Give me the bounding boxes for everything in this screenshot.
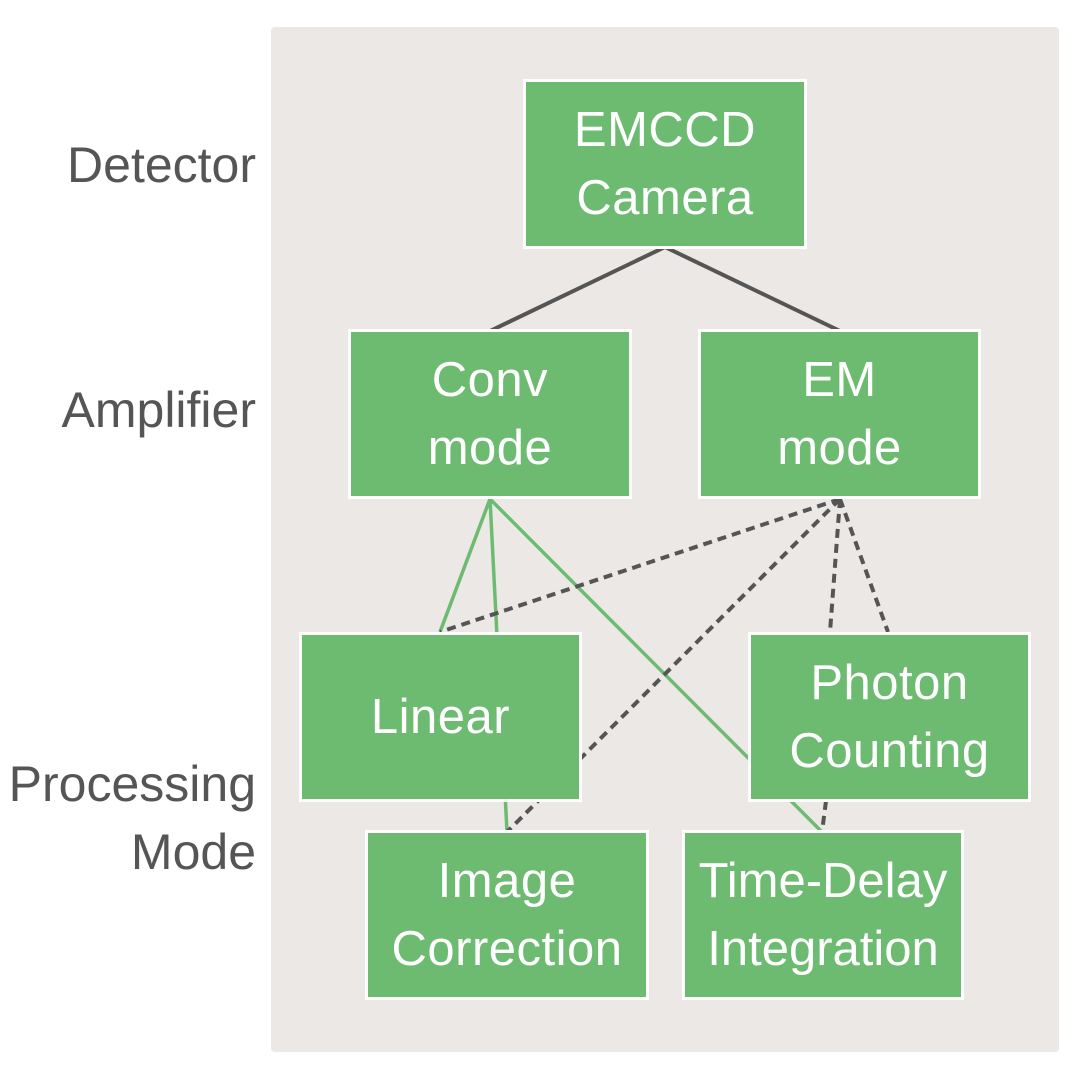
node-em-line2: mode: [777, 421, 902, 475]
node-photon-line1: Photon: [810, 656, 969, 710]
node-emccd-line1: EMCCD: [573, 103, 757, 157]
row-label-amplifier: Amplifier: [62, 376, 256, 444]
edge-em-tdi: [820, 800, 828, 833]
node-image-correction-line1: Image: [437, 854, 577, 908]
row-label-processing-mode: Processing Mode: [9, 750, 256, 886]
row-label-mode-text: Mode: [130, 824, 256, 880]
node-emccd-line2: Camera: [576, 171, 754, 225]
node-em-line1: EM: [802, 353, 877, 407]
node-conv-line2: mode: [427, 421, 553, 475]
node-time-delay-integration: Time-Delay Integration: [682, 830, 964, 1000]
node-photon-line2: Counting: [789, 724, 990, 778]
node-linear-line1: Linear: [370, 690, 511, 744]
edge-conv-linear: [438, 498, 492, 633]
row-label-detector: Detector: [67, 131, 256, 199]
edge-emccd-em: [664, 245, 841, 333]
row-label-detector-text: Detector: [67, 137, 256, 193]
edge-em-photon-right: [838, 498, 890, 633]
row-label-processing-text: Processing: [8, 756, 256, 812]
node-photon-counting: Photon Counting: [748, 632, 1031, 802]
row-label-amplifier-text: Amplifier: [61, 382, 256, 438]
node-image-correction-line2: Correction: [391, 922, 623, 976]
edge-em-photon-left: [828, 498, 842, 633]
edge-em-linear: [439, 497, 841, 634]
node-image-correction: Image Correction: [365, 830, 649, 1000]
edge-emccd-conv: [489, 245, 666, 333]
node-em-mode: EM mode: [698, 329, 981, 499]
node-tdi-line1: Time-Delay: [698, 854, 948, 908]
node-linear: Linear: [299, 632, 582, 802]
node-conv-mode: Conv mode: [348, 329, 632, 499]
node-conv-line1: Conv: [431, 353, 549, 407]
node-emccd-camera: EMCCD Camera: [523, 79, 807, 249]
node-tdi-line2: Integration: [707, 922, 939, 976]
